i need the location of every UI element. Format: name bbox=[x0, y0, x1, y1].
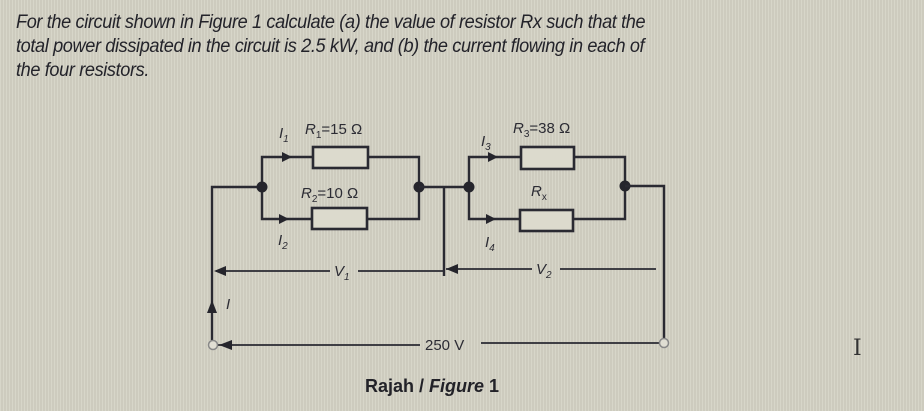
voltage-label-v2: V2 bbox=[536, 261, 552, 281]
question-text: For the circuit shown in Figure 1 calcul… bbox=[16, 10, 853, 82]
supply-arrow bbox=[219, 340, 232, 350]
supply-terminal-left bbox=[207, 339, 219, 351]
current-label-i1: I1 bbox=[279, 125, 289, 145]
resistor-label-rx: Rx bbox=[531, 183, 547, 203]
current-label-i4: I4 bbox=[485, 234, 495, 254]
current-label-i3: I3 bbox=[481, 133, 491, 153]
caption-figure: Figure bbox=[429, 376, 485, 396]
current-arrow-i1 bbox=[282, 152, 292, 162]
resistor-r1 bbox=[311, 145, 370, 170]
resistor-label-r1: R1=15 Ω bbox=[305, 121, 362, 141]
supply-voltage-label: 250 V bbox=[425, 337, 464, 354]
wire bbox=[260, 155, 313, 187]
voltage-v1-arrow bbox=[214, 266, 226, 276]
current-label-i: I bbox=[226, 296, 230, 313]
resistor-rx bbox=[518, 208, 575, 233]
supply-terminal-right bbox=[658, 337, 670, 349]
question-line-1: For the circuit shown in Figure 1 calcul… bbox=[16, 11, 646, 33]
question-line-2: total power dissipated in the circuit is… bbox=[16, 35, 645, 57]
resistor-label-r2: R2=10 Ω bbox=[301, 185, 358, 205]
junction-node bbox=[463, 181, 475, 193]
wire bbox=[573, 155, 627, 221]
current-arrow-i bbox=[207, 300, 217, 313]
resistor-r3 bbox=[519, 145, 576, 171]
wire bbox=[467, 187, 520, 221]
wire bbox=[467, 155, 521, 187]
parallel-group-2 bbox=[463, 145, 666, 343]
resistor-r2 bbox=[310, 206, 369, 231]
figure-caption: Rajah / Figure 1 bbox=[365, 376, 499, 397]
wire bbox=[210, 185, 262, 343]
caption-number: 1 bbox=[484, 376, 500, 396]
junction-node bbox=[256, 181, 268, 193]
question-line-3: the four resistors. bbox=[16, 59, 150, 81]
current-arrow-i4 bbox=[486, 214, 496, 224]
wire bbox=[367, 155, 421, 221]
caption-prefix: Rajah / bbox=[365, 376, 430, 396]
wire bbox=[260, 187, 312, 221]
current-label-i2: I2 bbox=[278, 232, 288, 252]
voltage-label-v1: V1 bbox=[334, 263, 350, 283]
text-cursor-icon: I bbox=[853, 336, 862, 361]
voltage-v2-arrow bbox=[446, 264, 458, 274]
wire bbox=[625, 184, 666, 343]
current-arrow-i2 bbox=[279, 214, 289, 224]
resistor-label-r3: R3=38 Ω bbox=[513, 120, 570, 140]
parallel-group-1 bbox=[210, 145, 425, 343]
current-arrow-i3 bbox=[488, 152, 498, 162]
